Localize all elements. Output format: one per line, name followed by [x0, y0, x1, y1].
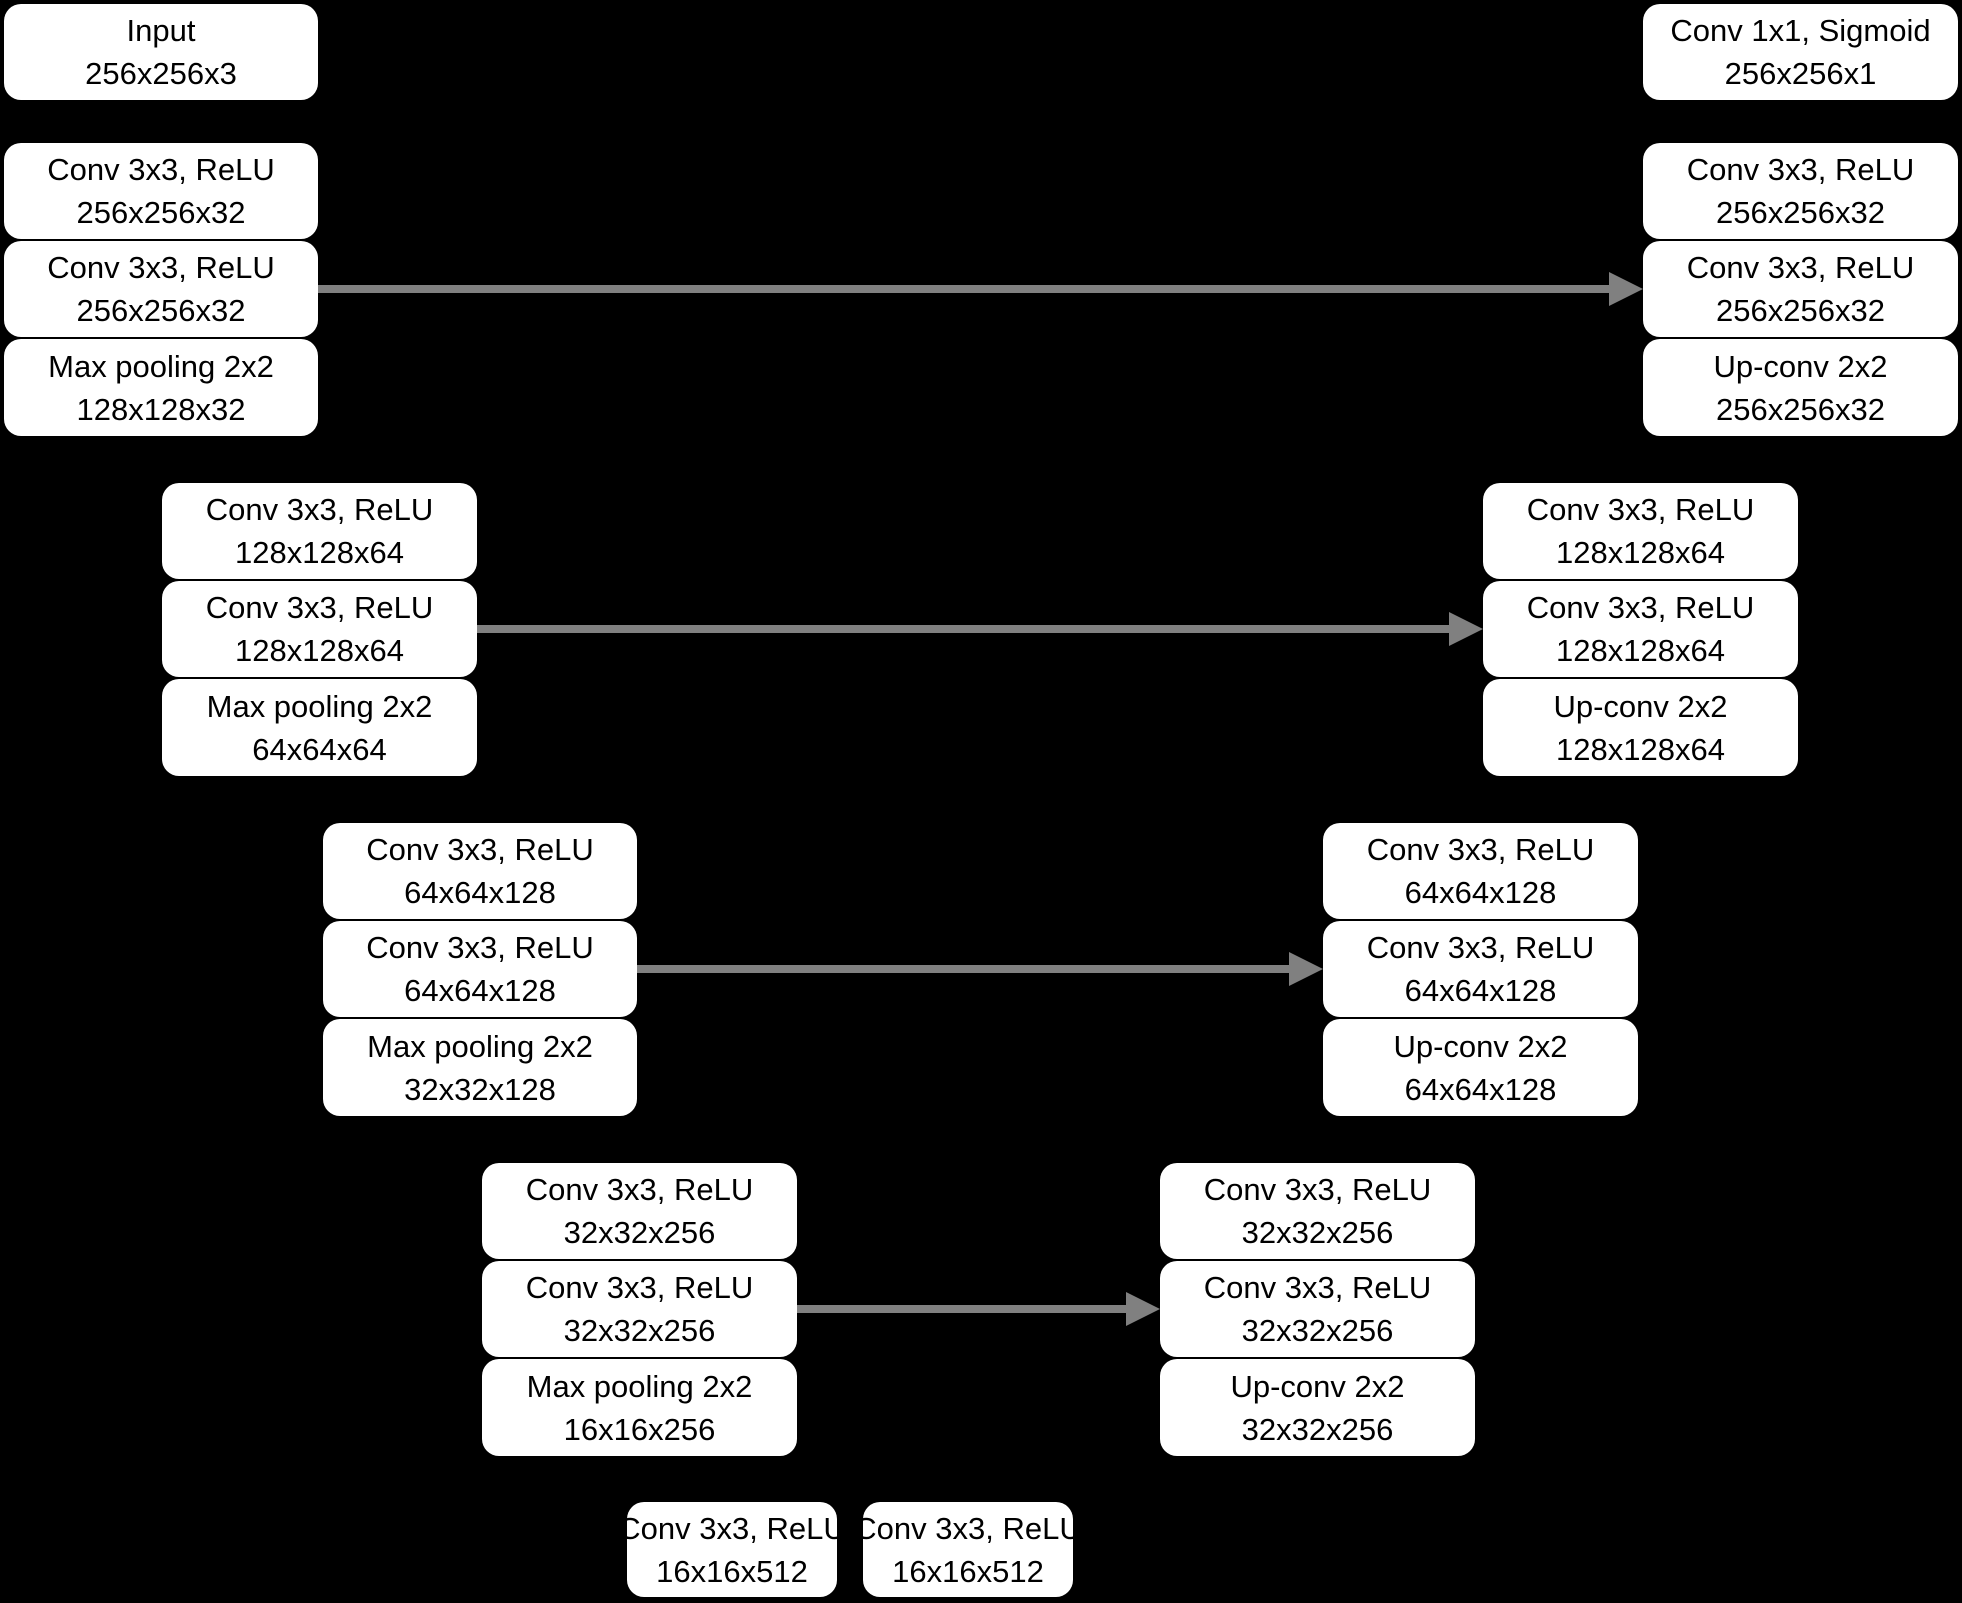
- node-enc2-conv2: Conv 3x3, ReLU 128x128x64: [162, 581, 477, 677]
- node-shape: 32x32x256: [1241, 1215, 1394, 1250]
- node-label: Conv 3x3, ReLU: [525, 1270, 754, 1305]
- node-enc3-conv1: Conv 3x3, ReLU 64x64x128: [323, 823, 637, 919]
- node-shape: 128x128x64: [1556, 535, 1725, 570]
- arrow-head-icon: [1126, 1292, 1160, 1326]
- node-dec4-conv1: Conv 3x3, ReLU 32x32x256: [1160, 1163, 1475, 1259]
- node-shape: 64x64x128: [1404, 973, 1557, 1008]
- node-shape: 128x128x64: [235, 633, 404, 668]
- node-dec1-conv2: Conv 3x3, ReLU 256x256x32: [1643, 241, 1958, 337]
- node-label: Conv 3x3, ReLU: [1366, 930, 1595, 965]
- arrow-shaft: [477, 625, 1455, 633]
- node-dec3-conv2: Conv 3x3, ReLU 64x64x128: [1323, 921, 1638, 1017]
- node-shape: 32x32x256: [1241, 1313, 1394, 1348]
- node-shape: 32x32x256: [1241, 1411, 1394, 1447]
- arrow-shaft: [637, 965, 1295, 973]
- skip-arrow-level2: [477, 612, 1483, 646]
- node-label: Conv 3x3, ReLU: [854, 1510, 1082, 1546]
- arrow-head-icon: [1449, 612, 1483, 646]
- node-enc2-pool: Max pooling 2x2 64x64x64: [162, 679, 477, 776]
- node-shape: 128x128x32: [76, 391, 246, 427]
- node-bottleneck-conv2: Conv 3x3, ReLU 16x16x512: [854, 1502, 1082, 1597]
- node-shape: 256x256x1: [1724, 56, 1877, 91]
- node-shape: 16x16x512: [656, 1553, 808, 1589]
- node-enc1-pool: Max pooling 2x2 128x128x32: [4, 339, 318, 436]
- skip-arrow-level1: [318, 272, 1643, 306]
- arrow-head-icon: [1289, 952, 1323, 986]
- node-label: Conv 3x3, ReLU: [205, 590, 434, 625]
- node-label: Up-conv 2x2: [1230, 1368, 1405, 1404]
- node-shape: 16x16x256: [563, 1411, 716, 1447]
- node-label: Conv 3x3, ReLU: [1686, 250, 1915, 285]
- node-shape: 32x32x256: [563, 1313, 716, 1348]
- node-shape: 32x32x256: [563, 1215, 716, 1250]
- node-shape: 128x128x64: [1556, 633, 1725, 668]
- arrow-shaft: [318, 285, 1615, 293]
- node-label: Max pooling 2x2: [526, 1368, 753, 1404]
- arrow-shaft: [797, 1305, 1132, 1313]
- node-label: Conv 3x3, ReLU: [205, 492, 434, 527]
- node-dec2-conv1: Conv 3x3, ReLU 128x128x64: [1483, 483, 1798, 579]
- node-shape: 256x256x32: [1716, 195, 1885, 230]
- node-shape: 256x256x32: [1716, 391, 1885, 427]
- node-shape: 256x256x32: [76, 195, 246, 230]
- node-label: Conv 3x3, ReLU: [1203, 1270, 1432, 1305]
- node-shape: 128x128x64: [235, 535, 404, 570]
- node-input: Input 256x256x3: [4, 4, 318, 100]
- node-label: Conv 3x3, ReLU: [366, 832, 594, 867]
- node-dec4-conv2: Conv 3x3, ReLU 32x32x256: [1160, 1261, 1475, 1357]
- node-output: Conv 1x1, Sigmoid 256x256x1: [1643, 4, 1958, 100]
- node-shape: 256x256x32: [1716, 293, 1885, 328]
- node-dec3-conv1: Conv 3x3, ReLU 64x64x128: [1323, 823, 1638, 919]
- node-label: Conv 1x1, Sigmoid: [1670, 13, 1931, 48]
- node-enc1-conv1: Conv 3x3, ReLU 256x256x32: [4, 143, 318, 239]
- node-enc3-conv2: Conv 3x3, ReLU 64x64x128: [323, 921, 637, 1017]
- node-dec2-conv2: Conv 3x3, ReLU 128x128x64: [1483, 581, 1798, 677]
- node-enc1-conv2: Conv 3x3, ReLU 256x256x32: [4, 241, 318, 337]
- node-label: Conv 3x3, ReLU: [618, 1510, 846, 1546]
- node-enc3-pool: Max pooling 2x2 32x32x128: [323, 1019, 637, 1116]
- node-bottleneck-conv1: Conv 3x3, ReLU 16x16x512: [618, 1502, 846, 1597]
- skip-arrow-level4: [797, 1292, 1160, 1326]
- node-label: Input: [126, 13, 196, 48]
- node-shape: 64x64x64: [252, 731, 387, 767]
- node-shape: 128x128x64: [1556, 731, 1725, 767]
- node-dec3-upconv: Up-conv 2x2 64x64x128: [1323, 1019, 1638, 1116]
- node-label: Up-conv 2x2: [1713, 348, 1888, 384]
- node-dec1-upconv: Up-conv 2x2 256x256x32: [1643, 339, 1958, 436]
- node-label: Conv 3x3, ReLU: [1203, 1172, 1432, 1207]
- node-label: Max pooling 2x2: [367, 1028, 593, 1064]
- node-shape: 256x256x3: [85, 56, 237, 91]
- node-enc2-conv1: Conv 3x3, ReLU 128x128x64: [162, 483, 477, 579]
- node-label: Up-conv 2x2: [1553, 688, 1728, 724]
- node-dec4-upconv: Up-conv 2x2 32x32x256: [1160, 1359, 1475, 1456]
- node-enc4-conv2: Conv 3x3, ReLU 32x32x256: [482, 1261, 797, 1357]
- node-label: Conv 3x3, ReLU: [47, 152, 275, 187]
- node-shape: 64x64x128: [404, 875, 556, 910]
- node-label: Up-conv 2x2: [1393, 1028, 1568, 1064]
- node-enc4-conv1: Conv 3x3, ReLU 32x32x256: [482, 1163, 797, 1259]
- node-dec1-conv1: Conv 3x3, ReLU 256x256x32: [1643, 143, 1958, 239]
- node-label: Conv 3x3, ReLU: [366, 930, 594, 965]
- node-shape: 256x256x32: [76, 293, 246, 328]
- node-enc4-pool: Max pooling 2x2 16x16x256: [482, 1359, 797, 1456]
- node-shape: 64x64x128: [1404, 875, 1557, 910]
- node-label: Conv 3x3, ReLU: [1686, 152, 1915, 187]
- node-shape: 32x32x128: [404, 1071, 556, 1107]
- node-label: Max pooling 2x2: [206, 688, 433, 724]
- node-label: Conv 3x3, ReLU: [1526, 590, 1755, 625]
- node-label: Conv 3x3, ReLU: [525, 1172, 754, 1207]
- node-shape: 16x16x512: [892, 1553, 1044, 1589]
- node-label: Conv 3x3, ReLU: [47, 250, 275, 285]
- node-shape: 64x64x128: [1404, 1071, 1557, 1107]
- node-label: Max pooling 2x2: [48, 348, 274, 384]
- arrow-head-icon: [1609, 272, 1643, 306]
- node-shape: 64x64x128: [404, 973, 556, 1008]
- skip-arrow-level3: [637, 952, 1323, 986]
- node-label: Conv 3x3, ReLU: [1526, 492, 1755, 527]
- node-dec2-upconv: Up-conv 2x2 128x128x64: [1483, 679, 1798, 776]
- node-label: Conv 3x3, ReLU: [1366, 832, 1595, 867]
